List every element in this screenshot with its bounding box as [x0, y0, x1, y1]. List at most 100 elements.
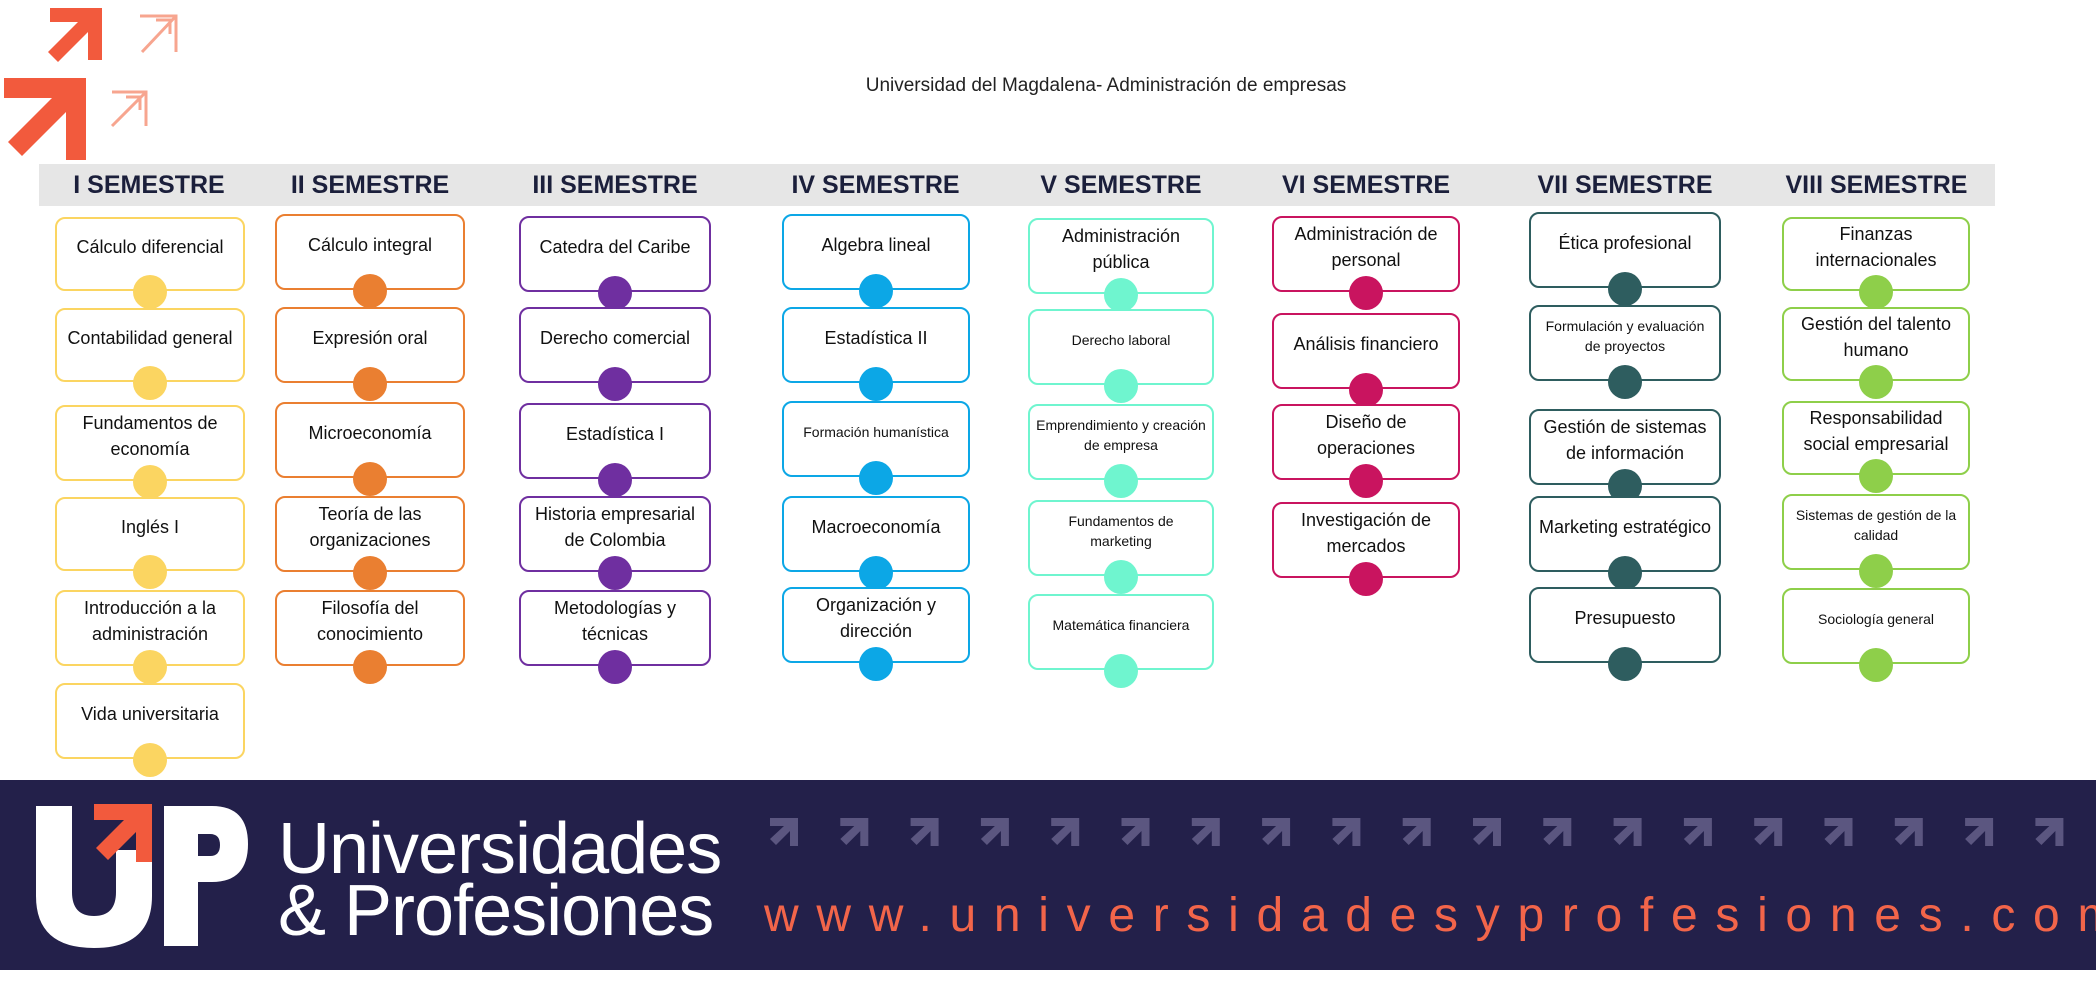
course-box: Expresión oral [275, 307, 465, 401]
footer-arrow-icon [1191, 818, 1220, 846]
course-dot-icon [353, 556, 387, 590]
course-dot-icon [1608, 365, 1642, 399]
course-label: Cálculo integral [307, 234, 433, 255]
course-label: Introducción a la administración [83, 597, 217, 644]
course-label: Fundamentos de marketing [1068, 512, 1174, 549]
footer-arrow-icon [910, 818, 939, 846]
course-box: Algebra lineal [782, 214, 970, 308]
footer-arrow-icon [1754, 818, 1783, 846]
course-box: Diseño de operaciones [1272, 404, 1460, 498]
course-dot-icon [859, 647, 893, 681]
course-dot-icon [859, 274, 893, 308]
course-label: Emprendimiento y creación de empresa [1036, 416, 1206, 453]
arrows-logo-icon [4, 8, 178, 160]
course-box: Fundamentos de marketing [1028, 500, 1214, 594]
course-box: Fundamentos de economía [55, 405, 245, 499]
footer-arrow-icon [1543, 818, 1572, 846]
course-box: Metodologías y técnicas [519, 590, 711, 684]
course-label: Presupuesto [1574, 607, 1676, 628]
course-box: Administración de personal [1272, 216, 1460, 310]
course-dot-icon [859, 367, 893, 401]
semester-column-3: III SEMESTRE [481, 164, 749, 206]
arrow-pattern-icon [770, 818, 2064, 846]
course-box: Administración pública [1028, 218, 1214, 312]
course-box: Inglés I [55, 497, 245, 589]
footer-arrow-icon [1051, 818, 1080, 846]
course-box: Formulación y evaluación de proyectos [1529, 305, 1721, 399]
course-box: Ética profesional [1529, 212, 1721, 306]
footer-banner [0, 780, 2096, 970]
footer-arrow-icon [980, 818, 1009, 846]
course-dot-icon [133, 743, 167, 777]
course-box: Responsabilidad social empresarial [1782, 401, 1970, 493]
semester-heading: I SEMESTRE [73, 171, 225, 199]
course-dot-icon [1859, 275, 1893, 309]
course-dot-icon [133, 465, 167, 499]
semester-column-1: I SEMESTRE [39, 164, 259, 206]
up-logo-icon [36, 804, 248, 948]
course-label: Estadística II [824, 327, 928, 348]
course-label: Formación humanística [803, 423, 949, 440]
footer-arrow-icon [2035, 818, 2064, 846]
course-dot-icon [1608, 272, 1642, 306]
course-label: Metodologías y técnicas [553, 597, 677, 644]
brand-name-line1: Universidades [278, 809, 722, 889]
footer-arrow-icon [1824, 818, 1853, 846]
course-label: Marketing estratégico [1538, 516, 1712, 537]
course-dot-icon [353, 462, 387, 496]
semester-heading: III SEMESTRE [532, 171, 698, 199]
course-label: Sistemas de gestión de la calidad [1795, 506, 1957, 543]
course-box: Macroeconomía [782, 496, 970, 590]
course-dot-icon [1104, 369, 1138, 403]
course-label: Estadística I [565, 423, 665, 444]
course-dot-icon [859, 556, 893, 590]
course-label: Gestión del talento humano [1800, 313, 1952, 360]
course-dot-icon [1349, 276, 1383, 310]
footer-arrow-icon [1965, 818, 1994, 846]
course-box: Sociología general [1782, 588, 1970, 682]
course-dot-icon [1104, 654, 1138, 688]
course-label: Análisis financiero [1293, 333, 1439, 354]
course-box: Filosofía del conocimiento [275, 590, 465, 684]
course-box: Finanzas internacionales [1782, 217, 1970, 309]
course-box: Matemática financiera [1028, 594, 1214, 688]
semester-column-8: VIII SEMESTRE [1758, 164, 1995, 206]
semester-column-6: VI SEMESTRE [1240, 164, 1492, 206]
course-dot-icon [1859, 459, 1893, 493]
semester-heading: VI SEMESTRE [1281, 171, 1451, 199]
course-box: Estadística I [519, 403, 711, 497]
course-dot-icon [353, 274, 387, 308]
course-box: Estadística II [782, 307, 970, 401]
course-label: Macroeconomía [811, 516, 941, 537]
course-dot-icon [1859, 554, 1893, 588]
course-label: Vida universitaria [81, 703, 219, 724]
brand-name-line2: & Profesiones [278, 871, 714, 951]
semester-column-7: VII SEMESTRE [1492, 164, 1758, 206]
semester-column-4: IV SEMESTRE [749, 164, 1002, 206]
course-box: Formación humanística [782, 401, 970, 495]
course-box: Vida universitaria [55, 683, 245, 777]
course-dot-icon [1104, 464, 1138, 498]
course-label: Catedra del Caribe [539, 236, 691, 257]
course-box: Gestión del talento humano [1782, 307, 1970, 399]
course-dot-icon [1859, 365, 1893, 399]
course-dot-icon [1349, 464, 1383, 498]
semester-heading: V SEMESTRE [1040, 171, 1202, 199]
footer-arrow-icon [1473, 818, 1501, 846]
course-dot-icon [133, 366, 167, 400]
course-dot-icon [353, 650, 387, 684]
course-box: Cálculo diferencial [55, 217, 245, 309]
course-label: Formulación y evaluación de proyectos [1545, 317, 1705, 354]
course-label: Organización y dirección [815, 594, 937, 641]
course-dot-icon [1349, 562, 1383, 596]
course-box: Sistemas de gestión de la calidad [1782, 494, 1970, 588]
course-box: Marketing estratégico [1529, 496, 1721, 590]
course-box: Presupuesto [1529, 587, 1721, 681]
course-box: Historia empresarial de Colombia [519, 496, 711, 590]
course-box: Microeconomía [275, 402, 465, 496]
semester-column-5: V SEMESTRE [1002, 164, 1240, 206]
course-box: Gestión de sistemas de información [1529, 409, 1721, 503]
course-dot-icon [598, 556, 632, 590]
course-box: Catedra del Caribe [519, 216, 711, 310]
course-label: Fundamentos de economía [82, 412, 218, 459]
